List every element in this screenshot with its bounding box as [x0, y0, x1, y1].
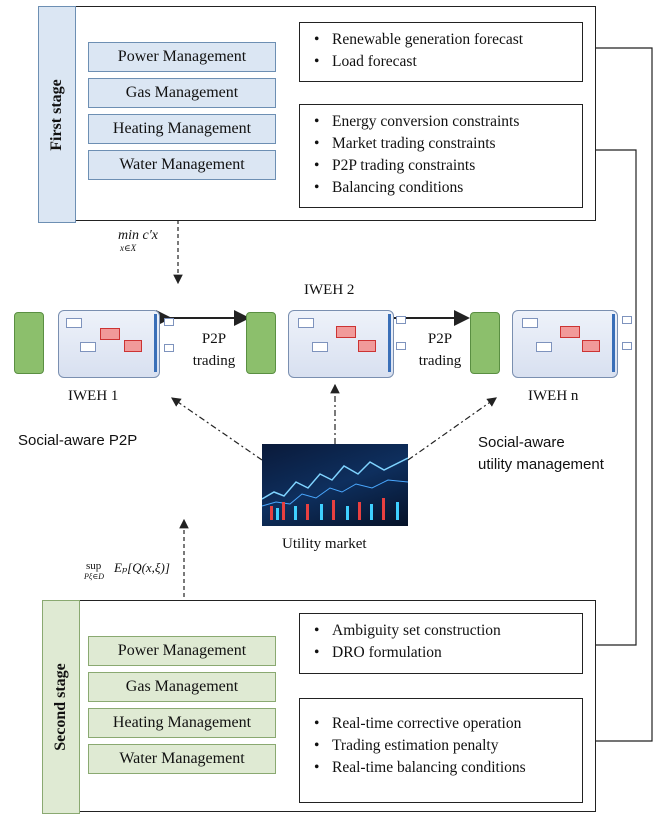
utility-market-label: Utility market [282, 536, 367, 552]
constraint-item: Balancing conditions [314, 177, 582, 199]
hub-component [358, 340, 376, 352]
hub-component [396, 342, 406, 350]
hub-component [622, 316, 632, 324]
p2p-line: P2P [201, 331, 227, 347]
social-utility-line1: Social-aware [478, 434, 565, 451]
trading-line: trading [192, 353, 236, 369]
first-stage-tab: First stage [38, 6, 76, 223]
trading-line: trading [418, 353, 462, 369]
constraints-box: Energy conversion constraints Market tra… [299, 104, 583, 208]
hub-component [582, 340, 600, 352]
first-gas-management: Gas Management [88, 78, 276, 108]
hub-bus-bar [612, 314, 615, 372]
p2p-trading-label-2: P2P trading [412, 328, 468, 372]
hub-1-label: IWEH 1 [68, 388, 119, 404]
hub-side-panel [470, 312, 500, 374]
first-stage-label: First stage [48, 78, 65, 151]
hub-component [66, 318, 82, 328]
dro-box: Ambiguity set construction DRO formulati… [299, 613, 583, 674]
hub-1-graphic [14, 300, 174, 380]
utility-market-image [262, 444, 408, 526]
social-utility-line2: utility management [478, 456, 604, 473]
hub-component [80, 342, 96, 352]
market-to-hubn-arrow [407, 397, 497, 461]
hub-component [336, 326, 356, 338]
feedback-line-outer [580, 43, 653, 742]
second-stage-tab: Second stage [42, 600, 80, 814]
second-heating-management: Heating Management [88, 708, 276, 738]
operation-item: Trading estimation penalty [314, 735, 582, 757]
hub-component [522, 318, 538, 328]
market-chart-graphic [262, 457, 408, 520]
operation-item: Real-time corrective operation [314, 713, 582, 735]
second-stage-formula-sup: sup [86, 560, 102, 572]
formula-min: min c′x [118, 228, 158, 243]
forecast-box: Renewable generation forecast Load forec… [299, 22, 583, 82]
constraint-item: Market trading constraints [314, 133, 582, 155]
forecast-item: Renewable generation forecast [314, 29, 582, 51]
second-water-management: Water Management [88, 744, 276, 774]
constraint-item: P2P trading constraints [314, 155, 582, 177]
social-aware-utility-label: Social-aware utility management [478, 432, 604, 476]
hub-component [164, 344, 174, 352]
social-aware-p2p-label: Social-aware P2P [18, 432, 138, 449]
hub-component [298, 318, 314, 328]
first-water-management: Water Management [88, 150, 276, 180]
hub-n-graphic [470, 300, 646, 380]
hub-component [312, 342, 328, 352]
operation-item: Real-time balancing conditions [314, 757, 582, 779]
hub-component [100, 328, 120, 340]
constraint-item: Energy conversion constraints [314, 111, 582, 133]
first-power-management: Power Management [88, 42, 276, 72]
hub-2-graphic [246, 300, 406, 380]
hub-component [536, 342, 552, 352]
feedback-line-inner [580, 145, 637, 646]
first-stage-formula: min c′x [118, 228, 158, 244]
hub-2-label: IWEH 2 [304, 282, 355, 298]
dro-item: DRO formulation [314, 642, 582, 664]
hub-bus-bar [154, 314, 157, 372]
second-stage-formula-expr: Eₚ[Q(x,ξ)] [114, 560, 170, 575]
hub-side-panel [14, 312, 44, 374]
hub-component [560, 326, 580, 338]
hub-component [622, 342, 632, 350]
dro-item: Ambiguity set construction [314, 620, 582, 642]
second-gas-management: Gas Management [88, 672, 276, 702]
hub-component [164, 318, 174, 326]
p2p-trading-label-1: P2P trading [186, 328, 242, 372]
forecast-item: Load forecast [314, 51, 582, 73]
hub-n-label: IWEH n [528, 388, 579, 404]
hub-component [396, 316, 406, 324]
hub-component [124, 340, 142, 352]
second-power-management: Power Management [88, 636, 276, 666]
first-stage-formula-sub: x∈X [120, 243, 137, 253]
market-to-hub1-arrow [171, 397, 263, 461]
second-stage-formula-sup-sub: Pξ∈D [84, 572, 105, 581]
operation-box: Real-time corrective operation Trading e… [299, 698, 583, 803]
hub-bus-bar [388, 314, 391, 372]
hub-side-panel [246, 312, 276, 374]
p2p-line: P2P [427, 331, 453, 347]
second-stage-label: Second stage [52, 663, 69, 751]
first-heating-management: Heating Management [88, 114, 276, 144]
